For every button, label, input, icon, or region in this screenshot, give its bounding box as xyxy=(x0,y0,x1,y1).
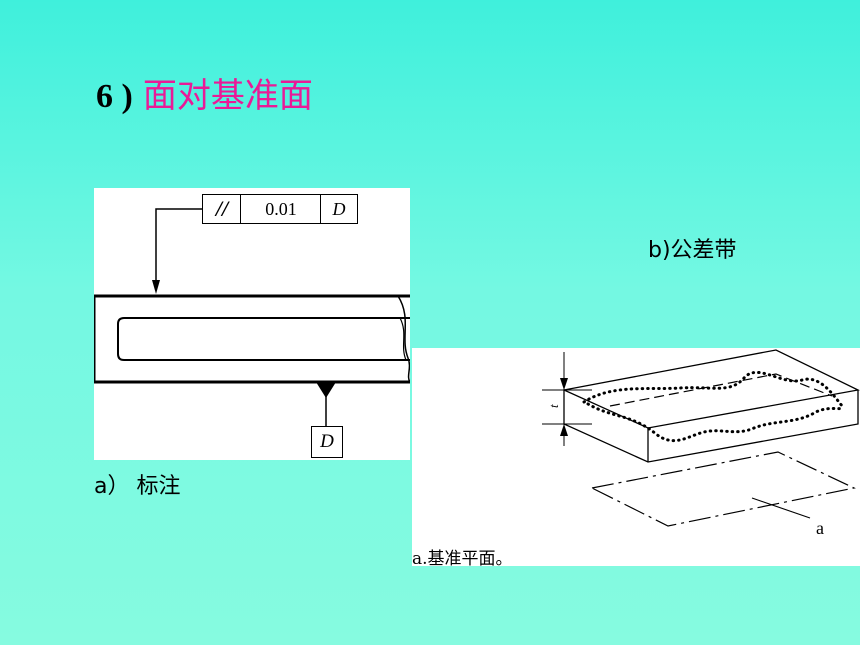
t-label: t xyxy=(546,404,561,408)
figure-b-tolerance-zone: t a a.基准平面。 xyxy=(412,348,860,569)
datum-reference: D xyxy=(320,194,358,224)
section-heading: 面对基准面 xyxy=(142,76,313,116)
datum-plane-label: a xyxy=(816,518,824,538)
figure-a-annotation: // 0.01 D D xyxy=(94,188,410,460)
tolerance-value: 0.01 xyxy=(240,194,322,224)
page-title: 6 )面对基准面 xyxy=(96,72,313,121)
tolerance-zone-drawing: t xyxy=(542,349,860,527)
caption-a: a） 标注 xyxy=(94,474,181,499)
part-drawing xyxy=(94,208,410,426)
datum-label-box: D xyxy=(311,426,343,458)
section-number: 6 ) xyxy=(96,78,133,115)
caption-b: b)公差带 xyxy=(648,238,737,263)
datum-plane-note: a.基准平面。 xyxy=(412,549,513,569)
parallelism-symbol: // xyxy=(202,194,242,224)
